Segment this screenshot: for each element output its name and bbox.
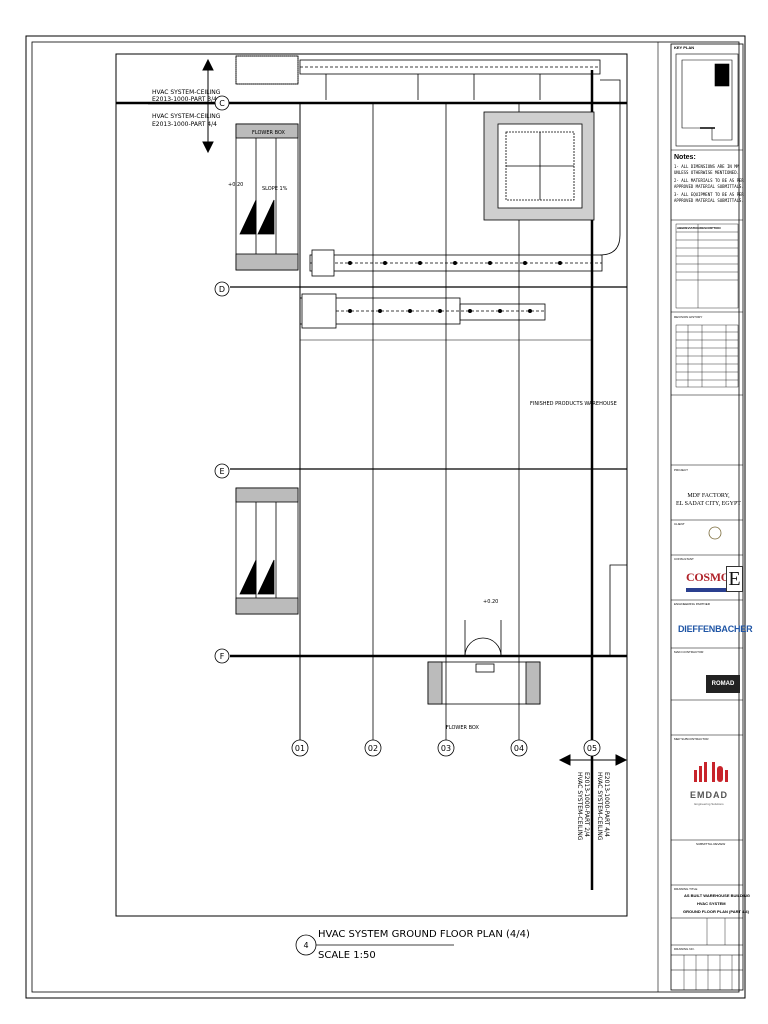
grid-bubble-F	[214, 648, 230, 664]
supply-diffusers-upper	[348, 261, 562, 265]
emdad-logo	[694, 762, 728, 782]
grid-label-D: D	[219, 285, 225, 294]
match-line-label-right-1: HVAC SYSTEM-CEILING	[576, 772, 583, 841]
abbreviation-heading: ABBREVIATION	[677, 226, 700, 230]
romad-logo: ROMAD	[706, 675, 740, 693]
cosmos-logo: COSMOS E	[686, 566, 743, 596]
tb-drawing-title-3: GROUND FLOOR PLAN (PART 4/4)	[683, 909, 749, 914]
tb-drawing-title-1: AS BUILT WAREHOUSE BUILDING	[684, 893, 750, 898]
note-line-6: APPROVED MATERIAL SUBMITTALS.	[674, 198, 744, 203]
match-line-ref-right-1: E2013-1000-PART 2/4	[583, 772, 590, 837]
entrance-door	[427, 620, 541, 705]
revision-table	[675, 324, 739, 388]
grid-label-C: C	[219, 99, 225, 108]
client-logo	[708, 526, 722, 540]
mep-label: MEP SUBCONTRACTOR	[674, 737, 709, 741]
abbreviation-table	[675, 223, 739, 309]
grid-label-05: 05	[587, 744, 597, 753]
project-name: MDF FACTORY,	[687, 493, 730, 499]
grid-bubble-E	[214, 463, 230, 479]
description-heading: DESCRIPTION	[700, 226, 721, 230]
client-label: CLIENT	[674, 522, 685, 526]
tb-drawing-title-2: HVAC SYSTEM	[697, 901, 726, 906]
project-label: PROJECT	[674, 468, 689, 472]
slope-label: SLOPE 1%	[262, 186, 288, 192]
air-handling-unit	[483, 111, 595, 221]
drawing-title: HVAC SYSTEM GROUND FLOOR PLAN (4/4)	[318, 929, 530, 940]
match-line-label-top-1: HVAC SYSTEM-CEILING	[152, 89, 221, 96]
louvre-units-left	[235, 55, 299, 615]
grid-bubbles	[214, 95, 601, 757]
emdad-logo-box: EMDAD Engineering Solutions	[687, 750, 731, 822]
submittal-label: SUBMITTAL REVIEW	[696, 842, 726, 846]
grid-bubble-02	[364, 739, 382, 757]
sheet-inner-border	[31, 41, 740, 993]
notes-heading: Notes:	[674, 154, 696, 161]
note-line-2: UNLESS OTHERWISE MENTIONED.	[674, 170, 740, 175]
note-line-1: 1- ALL DIMENSIONS ARE IN MM	[674, 164, 740, 169]
contractor-label: MAIN CONTRACTOR	[674, 650, 704, 654]
grid-label-F: F	[220, 652, 225, 661]
grid-label-04: 04	[514, 744, 524, 753]
drawing-title-label: DRAWING TITLE	[674, 887, 698, 891]
grid-bubble-C	[214, 95, 230, 111]
match-line-ref-top-1: E2013-1000-PART 3/4	[152, 96, 217, 103]
match-line-ref-top-2: E2013-1000-PART 4/4	[152, 121, 217, 128]
project-location: EL SADAT CITY, EGYPT	[676, 501, 741, 507]
note-line-3: 2- ALL MATERIALS TO BE AS PER	[674, 178, 744, 183]
revisions-label: REVISION HISTORY	[674, 315, 703, 319]
view-number: 4	[303, 941, 308, 950]
key-plan-label: KEY PLAN	[674, 45, 695, 50]
cosmos-logo-e: E	[726, 566, 743, 592]
grid-bubble-05	[583, 739, 601, 757]
grid-bubble-04	[510, 739, 528, 757]
flower-box-label-2: FLOWER BOX	[446, 725, 480, 731]
stamp-table	[683, 918, 733, 990]
consultant-label: CONSULTANT	[674, 557, 694, 561]
area-label: FINISHED PRODUCTS WAREHOUSE	[530, 401, 617, 407]
level-label-1: +0.20	[228, 182, 243, 188]
match-line-arrows-right	[558, 754, 628, 766]
level-label-2: +0.20	[483, 599, 498, 605]
title-block-frame	[670, 43, 744, 991]
match-line-ref-right-2: E2013-1000-PART 4/4	[603, 772, 610, 837]
top-duct-run	[299, 59, 601, 100]
sheet-outer-border	[25, 35, 746, 999]
dieffenbacher-logo: DIEFFENBACHER	[678, 624, 753, 634]
cosmos-logo-bar	[686, 588, 726, 592]
right-wall	[609, 564, 627, 656]
grid-bubble-D	[214, 281, 230, 297]
key-plan	[675, 53, 739, 147]
grid-label-03: 03	[441, 744, 451, 753]
grid-label-E: E	[219, 467, 224, 476]
emdad-logo-subtitle: Engineering Solutions	[694, 802, 724, 806]
note-line-5: 3- ALL EQUIPMENT TO BE AS PER	[674, 192, 744, 197]
engineering-label: ENGINEERING PARTNER	[674, 602, 710, 606]
grid-label-01: 01	[295, 744, 305, 753]
match-line-label-right-2: HVAC SYSTEM-CEILING	[596, 772, 603, 841]
drawing-no-label: DRAWING NO.	[674, 947, 695, 951]
drawing-scale: SCALE 1:50	[318, 950, 376, 961]
note-line-4: APPROVED MATERIAL SUBMITTALS.	[674, 184, 744, 189]
flower-box-label-1: FLOWER BOX	[252, 130, 286, 136]
grid-label-02: 02	[368, 744, 378, 753]
return-grilles	[348, 309, 532, 313]
cosmos-logo-text: COSMOS	[686, 570, 737, 584]
match-line-label-top-2: HVAC SYSTEM-CEILING	[152, 113, 221, 120]
return-duct	[299, 293, 546, 329]
grid-bubble-01	[291, 739, 309, 757]
drawing-frame	[115, 53, 628, 917]
match-line-arrows-top	[148, 58, 216, 154]
emdad-logo-text: EMDAD	[690, 790, 728, 800]
grid-bubble-03	[437, 739, 455, 757]
